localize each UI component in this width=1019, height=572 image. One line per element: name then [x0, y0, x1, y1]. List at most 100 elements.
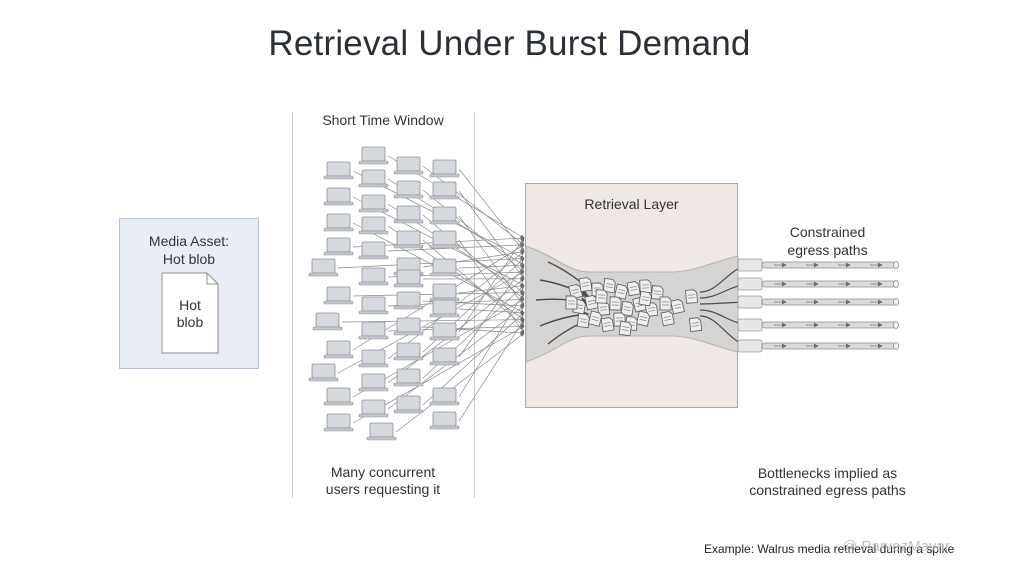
document-icon — [587, 310, 602, 327]
laptop-icon — [393, 230, 424, 249]
document-icon — [626, 281, 641, 297]
laptop-icon — [358, 267, 389, 286]
document-icon — [638, 290, 652, 307]
laptop-icon — [429, 206, 460, 225]
diagram-title: Retrieval Under Burst Demand — [268, 24, 751, 63]
laptop-icon — [393, 156, 424, 175]
arrow-icon — [458, 215, 525, 307]
egress-pipe — [761, 280, 899, 288]
document-icon — [639, 279, 652, 294]
hot-blob-label-line2: blob — [176, 314, 204, 330]
document-icon — [685, 289, 698, 304]
laptop-icon — [358, 321, 389, 340]
window-left-divider — [292, 112, 293, 498]
laptop-icon — [393, 368, 424, 387]
laptop-icon — [429, 181, 460, 200]
egress-pipe-sleeve — [737, 258, 763, 272]
laptop-icon — [323, 340, 354, 359]
laptop-icon — [429, 347, 460, 366]
laptop-icon — [429, 258, 460, 277]
laptop-icon — [323, 387, 354, 406]
egress-pipe-sleeve — [737, 318, 763, 332]
document-icon — [660, 311, 675, 327]
arrow-icon — [337, 256, 525, 269]
arrow-icon — [458, 168, 525, 253]
media-asset-label-line1: Media Asset: — [148, 233, 230, 249]
document-icon — [595, 289, 608, 304]
document-icon — [565, 295, 578, 310]
document-icon — [609, 296, 622, 311]
laptop-icon — [429, 322, 460, 341]
laptop-icon — [312, 312, 343, 331]
arrow-icon — [458, 237, 525, 333]
arrow-icon — [422, 189, 525, 273]
media-asset-label-line2: Hot blob — [162, 251, 216, 267]
laptop-icon — [429, 411, 460, 430]
laptop-icon — [358, 169, 389, 188]
users-caption-line1: Many concurrent — [330, 464, 436, 480]
hot-blob-label-line1: Hot — [179, 297, 201, 313]
arrow-icon — [395, 332, 525, 433]
arrow-icon — [458, 239, 525, 334]
egress-paths-label-line2: egress paths — [787, 242, 868, 258]
document-icon — [688, 317, 703, 332]
arrow-icon — [422, 214, 525, 300]
document-icon — [614, 283, 628, 300]
laptop-icon — [323, 213, 354, 232]
document-icon — [670, 299, 685, 315]
arrow-icon — [458, 263, 525, 269]
laptop-icon — [358, 349, 389, 368]
document-icon — [161, 272, 219, 354]
hot-blob-label: Hot blob — [162, 297, 218, 331]
bottleneck-caption-line1: Bottlenecks implied as — [757, 465, 898, 481]
laptop-icon — [429, 159, 460, 178]
example-footnote: Example: Walrus media retrieval during a… — [704, 542, 955, 556]
laptop-icon — [358, 373, 389, 392]
window-right-divider — [474, 112, 475, 498]
users-caption: Many concurrent users requesting it — [292, 464, 474, 498]
laptop-icon — [358, 216, 389, 235]
laptop-icon — [393, 291, 424, 310]
laptop-icon — [393, 395, 424, 414]
laptop-icon — [323, 161, 354, 180]
laptop-icon — [429, 230, 460, 249]
arrow-icon — [458, 190, 525, 280]
document-icon — [578, 277, 593, 293]
laptop-icon — [358, 241, 389, 260]
egress-pipe — [761, 261, 899, 269]
laptop-icon — [323, 413, 354, 432]
laptop-icon — [308, 363, 339, 382]
document-icon — [636, 310, 650, 327]
laptop-icon — [308, 258, 339, 277]
document-icon — [618, 320, 632, 337]
laptop-icon — [429, 283, 460, 302]
egress-pipe — [761, 298, 899, 306]
laptop-icon — [393, 269, 424, 288]
laptop-icon — [393, 205, 424, 224]
document-icon — [620, 300, 634, 317]
laptop-icon — [358, 146, 389, 165]
laptop-icon — [429, 299, 460, 318]
laptop-icon — [358, 194, 389, 213]
users-caption-line2: users requesting it — [325, 481, 441, 497]
egress-pipe-sleeve — [737, 295, 763, 309]
arrow-icon — [458, 319, 525, 422]
egress-paths-label: Constrained egress paths — [760, 223, 895, 259]
arrow-icon — [422, 165, 525, 246]
laptop-icon — [323, 286, 354, 305]
document-icon — [659, 296, 672, 311]
watermark: @ ParvezMayar — [842, 538, 950, 555]
egress-pipe-sleeve — [737, 339, 763, 353]
egress-pipe — [761, 342, 899, 350]
laptop-icon — [393, 317, 424, 336]
laptop-icon — [323, 187, 354, 206]
laptop-icon — [358, 399, 389, 418]
document-icon — [602, 278, 616, 294]
laptop-icon — [393, 342, 424, 361]
laptop-icon — [393, 180, 424, 199]
laptop-icon — [366, 422, 397, 441]
arrow-icon — [458, 264, 525, 358]
egress-paths-label-line1: Constrained — [789, 224, 866, 240]
bottleneck-caption: Bottlenecks implied as constrained egres… — [720, 465, 935, 499]
